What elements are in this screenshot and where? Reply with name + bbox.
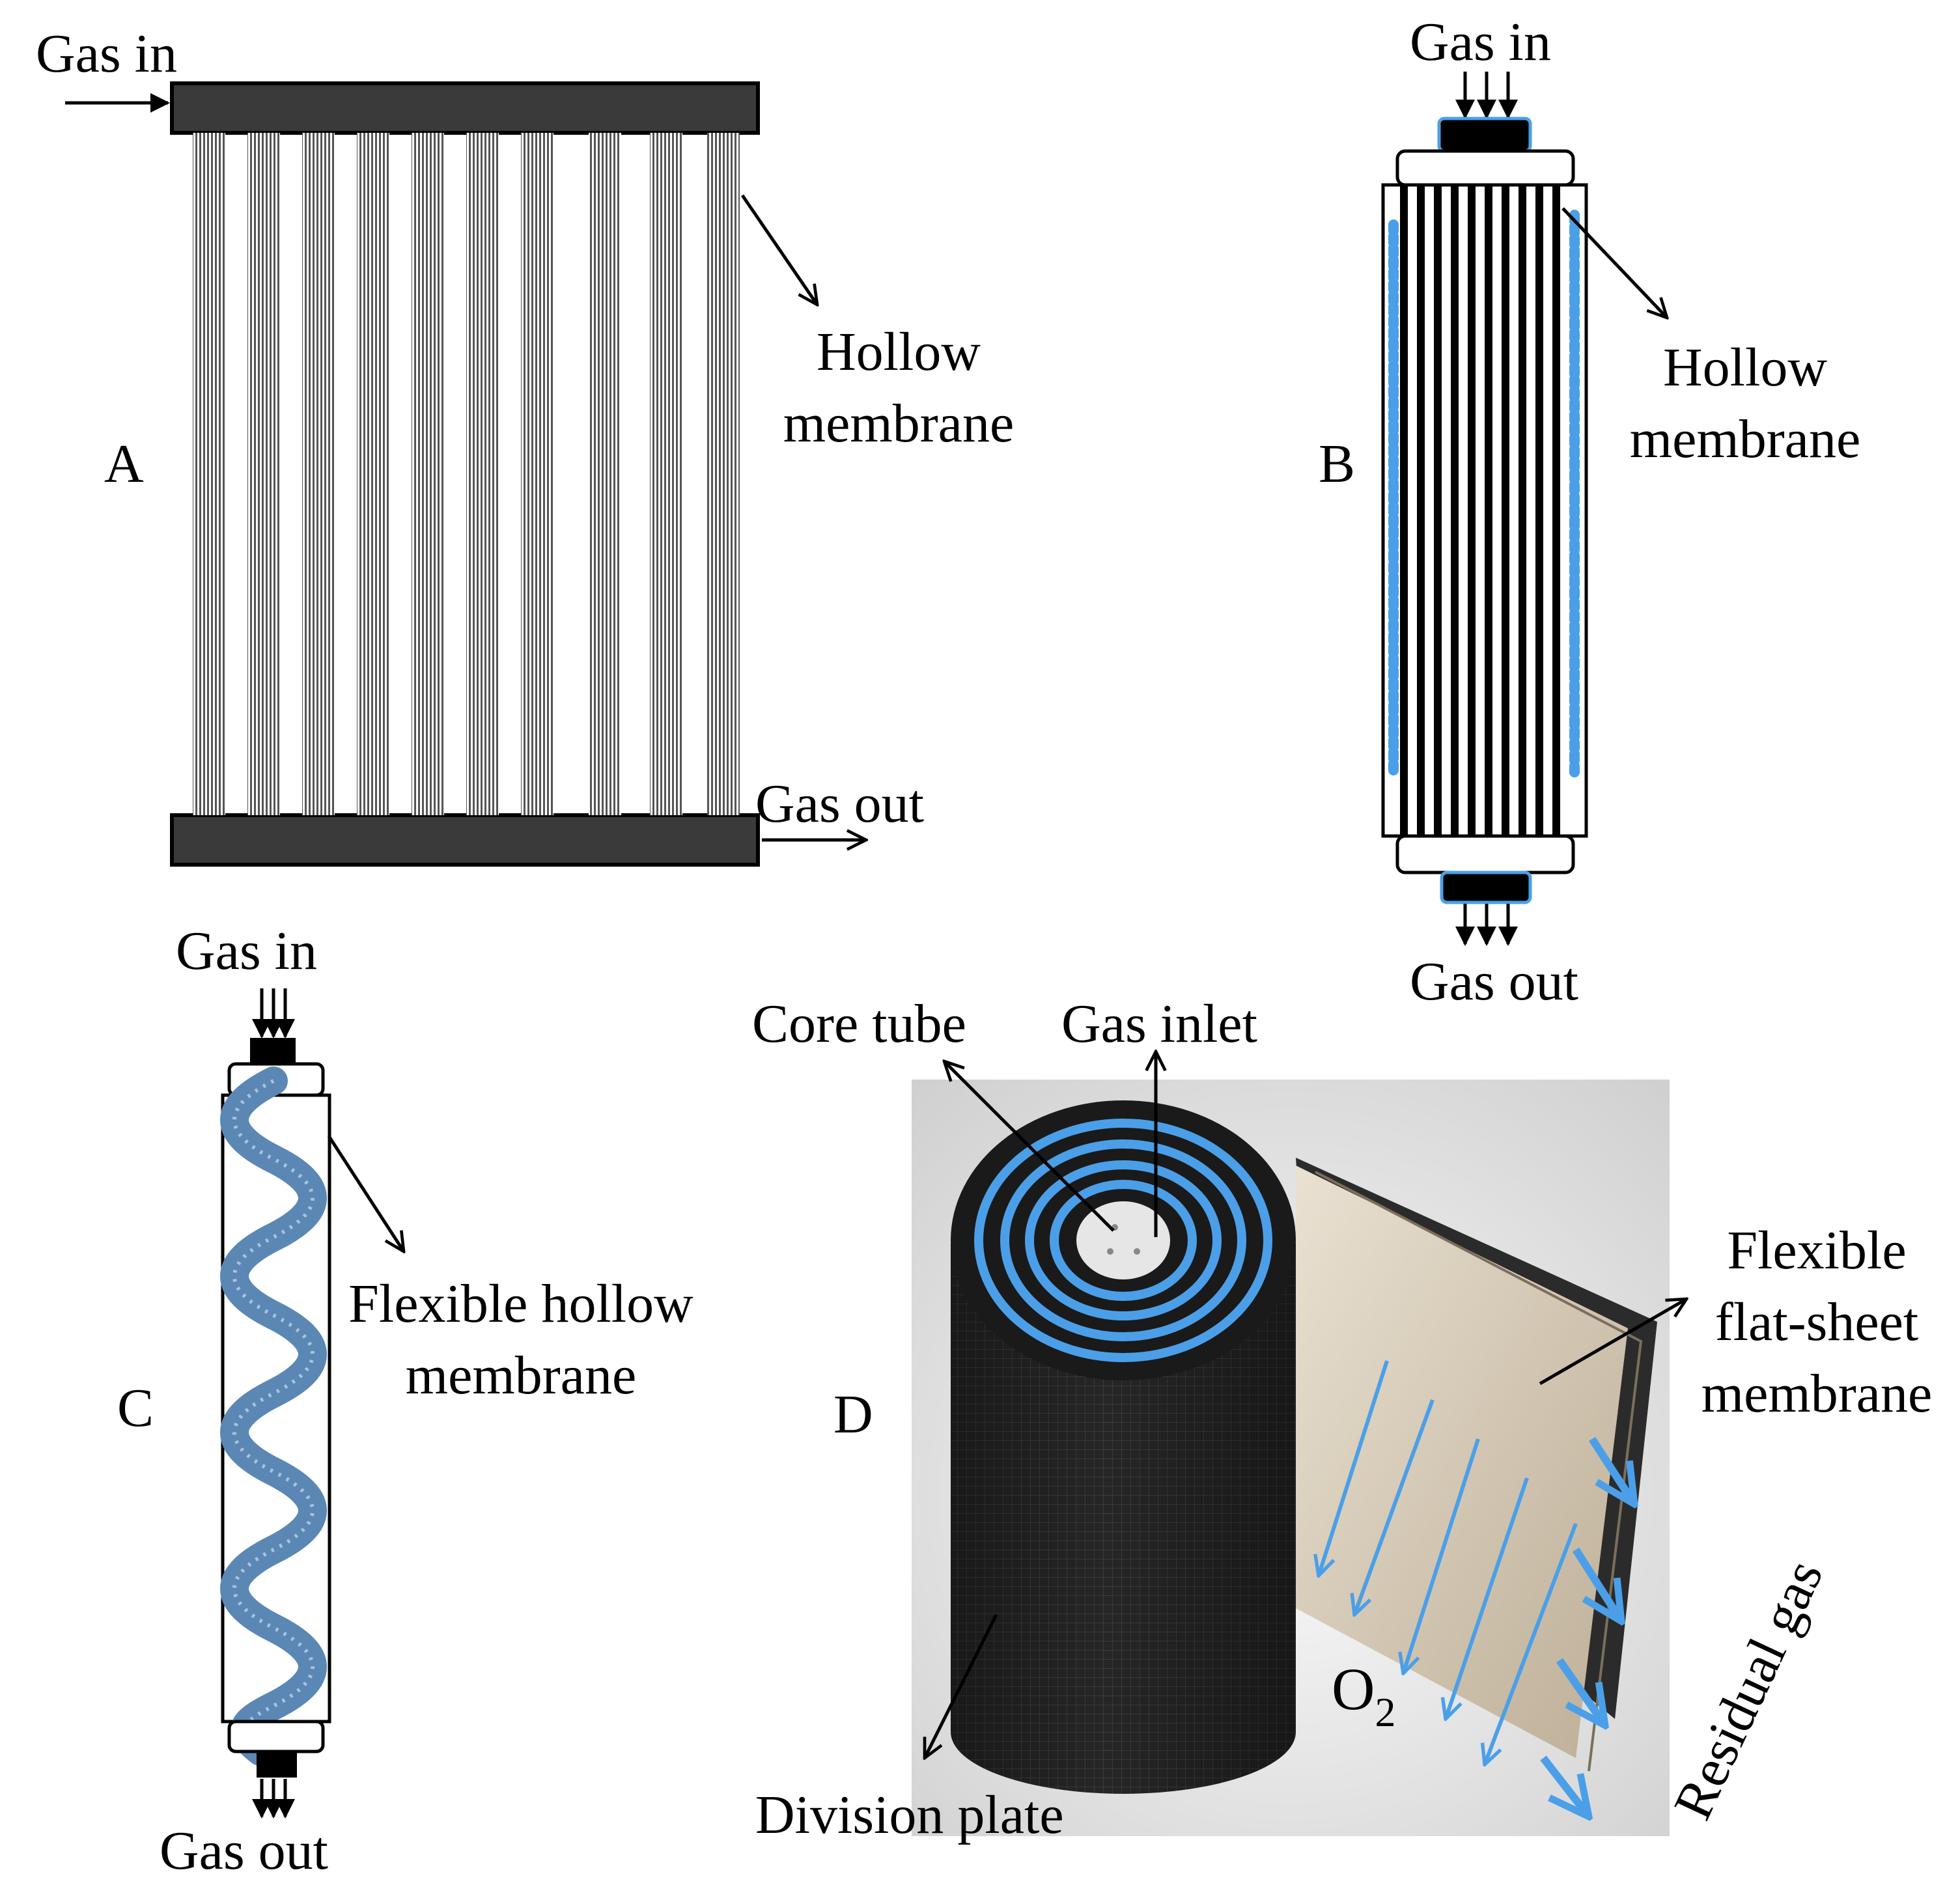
panel-b: B Gas in Gas ou (1319, 12, 1860, 1012)
fiber-column (707, 133, 740, 815)
panel-d-division-plate-pointer (925, 1613, 998, 1758)
fiber (1502, 185, 1509, 836)
fiber-column (302, 133, 335, 815)
panel-c-outlet-port (257, 1751, 297, 1778)
panel-d-residual-gas-arrows (1540, 1436, 1634, 1817)
panel-a: A Gas in Hollow membrane Gas out (36, 23, 1015, 867)
panel-d-roll-shading (951, 1244, 1296, 1794)
fiber (1485, 185, 1492, 836)
residual-arrow (1572, 1547, 1621, 1621)
panel-b-inlet-port (1437, 117, 1532, 153)
panel-a-bottom-header (170, 813, 760, 867)
spiral-ring (1025, 1160, 1222, 1320)
core-hole (1107, 1248, 1113, 1255)
fiber-column (589, 133, 621, 815)
panel-d-membrane-label-line3: membrane (1701, 1363, 1933, 1424)
panel-b-membrane-label-line2: membrane (1630, 409, 1861, 469)
oxygen-arrow (1446, 1477, 1529, 1719)
panel-a-letter: A (104, 434, 144, 494)
panel-b-membrane-pointer (1561, 207, 1667, 318)
fiber-column (357, 133, 389, 815)
fiber-column (466, 133, 499, 815)
panel-b-gas-out-arrows (1455, 904, 1518, 946)
fiber-column (247, 133, 280, 815)
panel-a-membrane-pointer (740, 194, 817, 305)
residual-arrow (1556, 1658, 1605, 1725)
panel-c-bottom-cap (227, 1720, 325, 1753)
oxygen-arrow (1485, 1522, 1578, 1765)
panel-d-gas-inlet-label: Gas inlet (1061, 994, 1257, 1054)
panel-d-membrane-pointer (1539, 1299, 1687, 1386)
panel-c-gas-in-label: Gas in (176, 921, 317, 981)
panel-a-membrane-label-line1: Hollow (817, 322, 981, 382)
panel-c-inlet-port (250, 1038, 296, 1064)
panel-d-core-tube-pointer (944, 1061, 1115, 1232)
panel-a-top-header (170, 81, 760, 135)
panel-a-membrane-label-line2: membrane (783, 393, 1015, 454)
panel-d-membrane-label-line1: Flexible (1727, 1220, 1906, 1281)
residual-arrow (1588, 1436, 1634, 1504)
fiber-column (412, 133, 444, 815)
panel-c-helix-highlight (232, 1079, 315, 1753)
panel-d-membrane-label-line2: flat-sheet (1715, 1292, 1919, 1352)
fiber-column (521, 133, 553, 815)
panel-b-letter: B (1319, 434, 1355, 494)
panel-b-fibers (1400, 185, 1560, 836)
panel-c-membrane-label-line1: Flexible hollow (348, 1274, 693, 1334)
core-hole (1134, 1248, 1140, 1255)
oxygen-subscript: 2 (1375, 1689, 1395, 1735)
panel-d-residual-gas-label: Residual gas (1662, 1551, 1835, 1828)
oxygen-arrow (1354, 1399, 1435, 1615)
panel-c: C Gas in Gas out Flexible hollow membran… (117, 921, 693, 1881)
residual-arrow (1540, 1755, 1589, 1817)
panel-c-gas-out-label: Gas out (160, 1821, 328, 1881)
fiber (1552, 185, 1560, 836)
fiber (1434, 185, 1442, 836)
fiber (1417, 185, 1425, 836)
oxygen-arrow (1319, 1360, 1389, 1576)
panel-c-gas-out-arrows (252, 1779, 295, 1819)
panel-d-spiral-channels (974, 1119, 1272, 1362)
oxygen-symbol: O (1332, 1656, 1375, 1722)
spiral-ring (974, 1119, 1272, 1362)
fiber-column (193, 133, 225, 815)
panel-d-core-tube-label: Core tube (752, 994, 966, 1054)
panel-a-gas-out-label: Gas out (755, 774, 924, 834)
panel-b-gas-in-arrows (1455, 72, 1518, 119)
fiber (1400, 185, 1408, 836)
fiber (1519, 185, 1526, 836)
panel-c-membrane-pointer (327, 1135, 404, 1251)
panel-d: D (752, 994, 1932, 1845)
panel-d-oxygen-label: O2 (1332, 1656, 1395, 1735)
fiber (1535, 185, 1543, 836)
fiber-column (650, 133, 682, 815)
panel-c-gas-in-arrows (252, 988, 295, 1039)
panel-d-core-tube (1076, 1201, 1170, 1279)
panel-a-fiber-bundle (193, 133, 740, 815)
panel-c-membrane-label-line2: membrane (406, 1345, 637, 1406)
fiber (1451, 185, 1459, 836)
spiral-ring (1000, 1139, 1246, 1341)
oxygen-arrow (1403, 1438, 1480, 1673)
panel-b-top-cap (1395, 149, 1575, 187)
panel-d-letter: D (833, 1384, 873, 1445)
panel-c-letter: C (117, 1378, 154, 1438)
panel-d-oxygen-flow-arrows (1319, 1360, 1578, 1765)
panel-b-gas-in-label: Gas in (1410, 12, 1551, 72)
panel-a-gas-in-label: Gas in (36, 23, 177, 84)
panel-b-bottom-cap (1395, 834, 1575, 874)
panel-b-outlet-port (1440, 871, 1532, 904)
panel-b-gas-out-label: Gas out (1410, 951, 1578, 1012)
fiber (1468, 185, 1476, 836)
panel-d-division-plate-label: Division plate (755, 1785, 1064, 1845)
panel-b-membrane-label-line1: Hollow (1663, 337, 1827, 398)
spiral-ring (1050, 1180, 1197, 1301)
